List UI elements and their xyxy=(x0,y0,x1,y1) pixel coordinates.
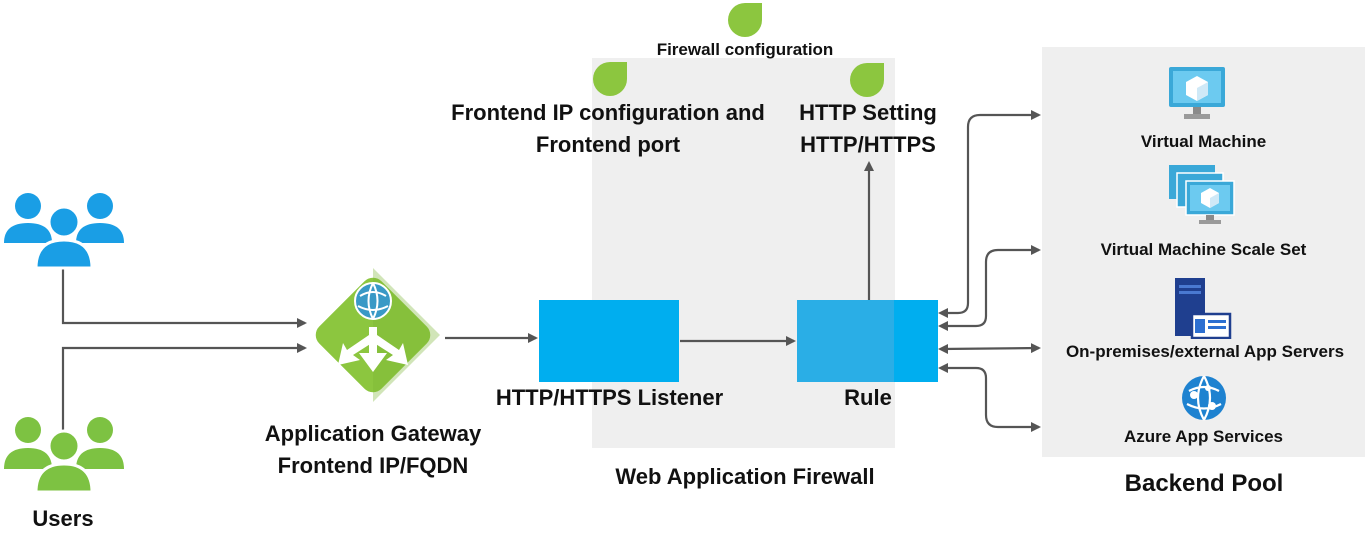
http-setting-label-line2: HTTP/HTTPS xyxy=(800,132,936,157)
application-gateway-icon xyxy=(315,268,440,402)
waf-panel xyxy=(592,58,895,448)
users-bottom-connector xyxy=(61,343,307,440)
gateway-label-line2: Frontend IP/FQDN xyxy=(277,453,469,478)
rule-box-highlight xyxy=(894,300,938,382)
frontend-ip-label-line1: Frontend IP configuration and xyxy=(451,100,765,125)
http-setting-label-line1: HTTP Setting xyxy=(799,100,937,125)
firewall-config-label: Firewall configuration xyxy=(656,40,834,59)
rule-to-vmss-arrow xyxy=(941,245,1041,328)
users-top-connector xyxy=(61,268,307,328)
vm-scale-set-icon xyxy=(1169,165,1235,224)
users-label: Users xyxy=(32,506,94,531)
backend-item-label: Virtual Machine Scale Set xyxy=(1100,240,1307,259)
users-green-icon xyxy=(4,417,124,494)
virtual-machine-icon xyxy=(1169,67,1225,119)
users-blue-icon xyxy=(4,193,124,270)
backend-item-label: Virtual Machine xyxy=(1140,132,1267,151)
backend-item-label: Azure App Services xyxy=(1123,427,1284,446)
app-server-icon xyxy=(1175,278,1232,339)
rule-to-vm-arrow xyxy=(941,110,1041,315)
rule-box xyxy=(797,300,938,382)
listener-label: HTTP/HTTPS Listener xyxy=(495,385,724,410)
frontend-ip-label-line2: Frontend port xyxy=(535,132,681,157)
rule-label: Rule xyxy=(844,385,892,410)
app-services-icon xyxy=(1182,375,1226,421)
backend-pool-label: Backend Pool xyxy=(1124,470,1284,497)
http-setting-callout-icon xyxy=(850,63,884,97)
waf-label: Web Application Firewall xyxy=(615,464,875,489)
backend-item-label: On-premises/external App Servers xyxy=(1065,342,1345,361)
firewall-config-callout-icon xyxy=(728,3,762,37)
gateway-label-line1: Application Gateway xyxy=(264,421,482,446)
listener-box xyxy=(539,300,679,382)
frontend-ip-callout-icon xyxy=(593,62,627,96)
rule-to-appservices-arrow xyxy=(941,366,1041,432)
rule-to-onprem-arrow xyxy=(940,343,1041,354)
